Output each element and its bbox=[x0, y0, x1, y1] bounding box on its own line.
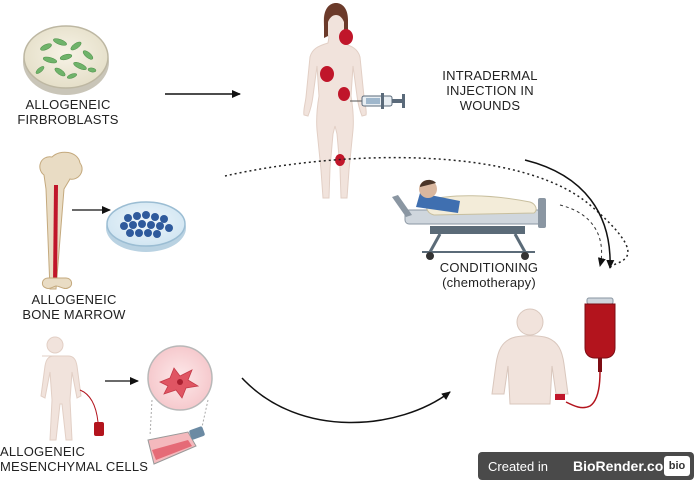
hospital-bed-icon bbox=[392, 179, 546, 260]
bone-marrow-label: ALLOGENEIC BONE MARROW bbox=[22, 292, 126, 322]
injection-label: INTRADERMAL INJECTION IN WOUNDS bbox=[442, 68, 538, 113]
fibroblasts-label: ALLOGENEIC FIRBROBLASTS bbox=[17, 97, 119, 127]
donor-body-figure bbox=[40, 336, 104, 441]
female-body-figure bbox=[303, 3, 367, 199]
recipient-patient-figure bbox=[491, 308, 569, 405]
badge-prefix: Created in bbox=[488, 459, 548, 474]
arrow-conditioning-to-patient bbox=[559, 204, 606, 267]
marrow-petri-dish bbox=[106, 201, 186, 252]
fibroblast-cells bbox=[35, 38, 97, 79]
syringe-icon bbox=[350, 93, 405, 109]
mesenchymal-label: ALLOGENEIC MESENCHYMAL CELLS bbox=[0, 444, 149, 474]
bone-marrow-femur-icon bbox=[39, 151, 83, 290]
biorender-badge: Created in BioRender.com bio bbox=[478, 452, 694, 480]
arrow-msc-to-patient bbox=[241, 377, 451, 424]
fibroblast-petri-dish bbox=[23, 25, 109, 95]
mesenchymal-cell-bubble bbox=[147, 345, 213, 437]
culture-flask-icon bbox=[147, 426, 205, 465]
arrow-marrow-to-patient-dotted bbox=[224, 156, 629, 269]
arrow-curve-to-patient bbox=[524, 159, 615, 269]
badge-brand: BioRender.com bbox=[573, 458, 676, 474]
marrow-cells bbox=[120, 211, 173, 238]
iv-blood-bag-icon bbox=[565, 297, 616, 409]
conditioning-label: CONDITIONING (chemotherapy) bbox=[439, 260, 539, 290]
biorender-logo-icon: bio bbox=[664, 456, 690, 476]
